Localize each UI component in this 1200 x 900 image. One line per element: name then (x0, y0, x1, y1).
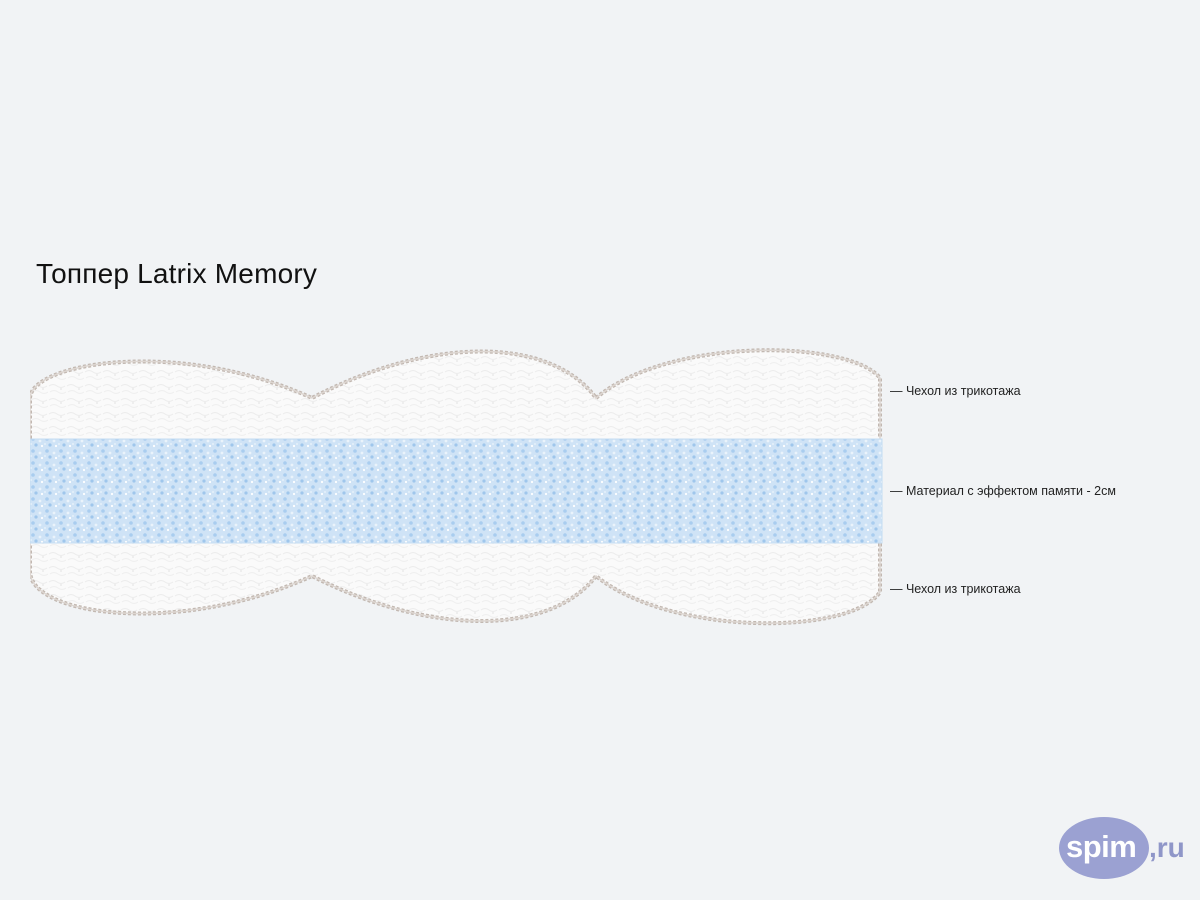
layer-label-top-cover: — Чехол из трикотажа (890, 384, 1021, 398)
spim-logo[interactable]: spim ,ru (1056, 812, 1188, 884)
memory-foam-layer (30, 439, 882, 543)
diagram-title: Топпер Latrix Memory (36, 258, 318, 289)
logo-text: spim (1066, 829, 1137, 864)
layer-label-memory-foam: — Материал с эффектом памяти - 2см (890, 484, 1116, 498)
logo-badge (1059, 817, 1149, 879)
topper-cross-section (30, 340, 890, 640)
memory-foam-layer-edge (30, 438, 883, 544)
logo-tld: ,ru (1149, 832, 1185, 863)
layer-label-bottom-cover: — Чехол из трикотажа (890, 582, 1021, 596)
